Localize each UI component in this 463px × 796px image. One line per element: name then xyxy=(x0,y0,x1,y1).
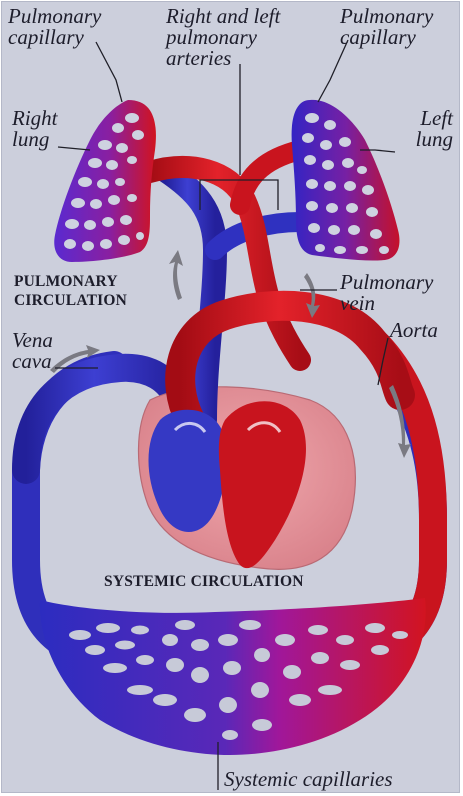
label-right-lung: Right lung xyxy=(12,108,72,150)
label-pulmonary-capillary-left: Pulmonary capillary xyxy=(340,6,460,48)
arrow-up-icon xyxy=(169,250,183,300)
label-pulmonary-vein: Pulmonary vein xyxy=(340,272,455,314)
label-left-lung: Left lung xyxy=(398,108,453,150)
left-lung xyxy=(292,100,400,261)
label-aorta: Aorta xyxy=(390,320,438,341)
label-vena-cava: Vena cava xyxy=(12,330,72,372)
label-pulmonary-circulation: PULMONARY CIRCULATION xyxy=(14,272,164,310)
label-systemic-circulation: SYSTEMIC CIRCULATION xyxy=(104,572,304,591)
label-systemic-capillaries: Systemic capillaries xyxy=(224,769,393,790)
red-vessel-left xyxy=(240,150,300,205)
label-pulmonary-arteries: Right and left pulmonary arteries xyxy=(166,6,306,69)
label-pulmonary-capillary-right: Pulmonary capillary xyxy=(8,6,138,48)
